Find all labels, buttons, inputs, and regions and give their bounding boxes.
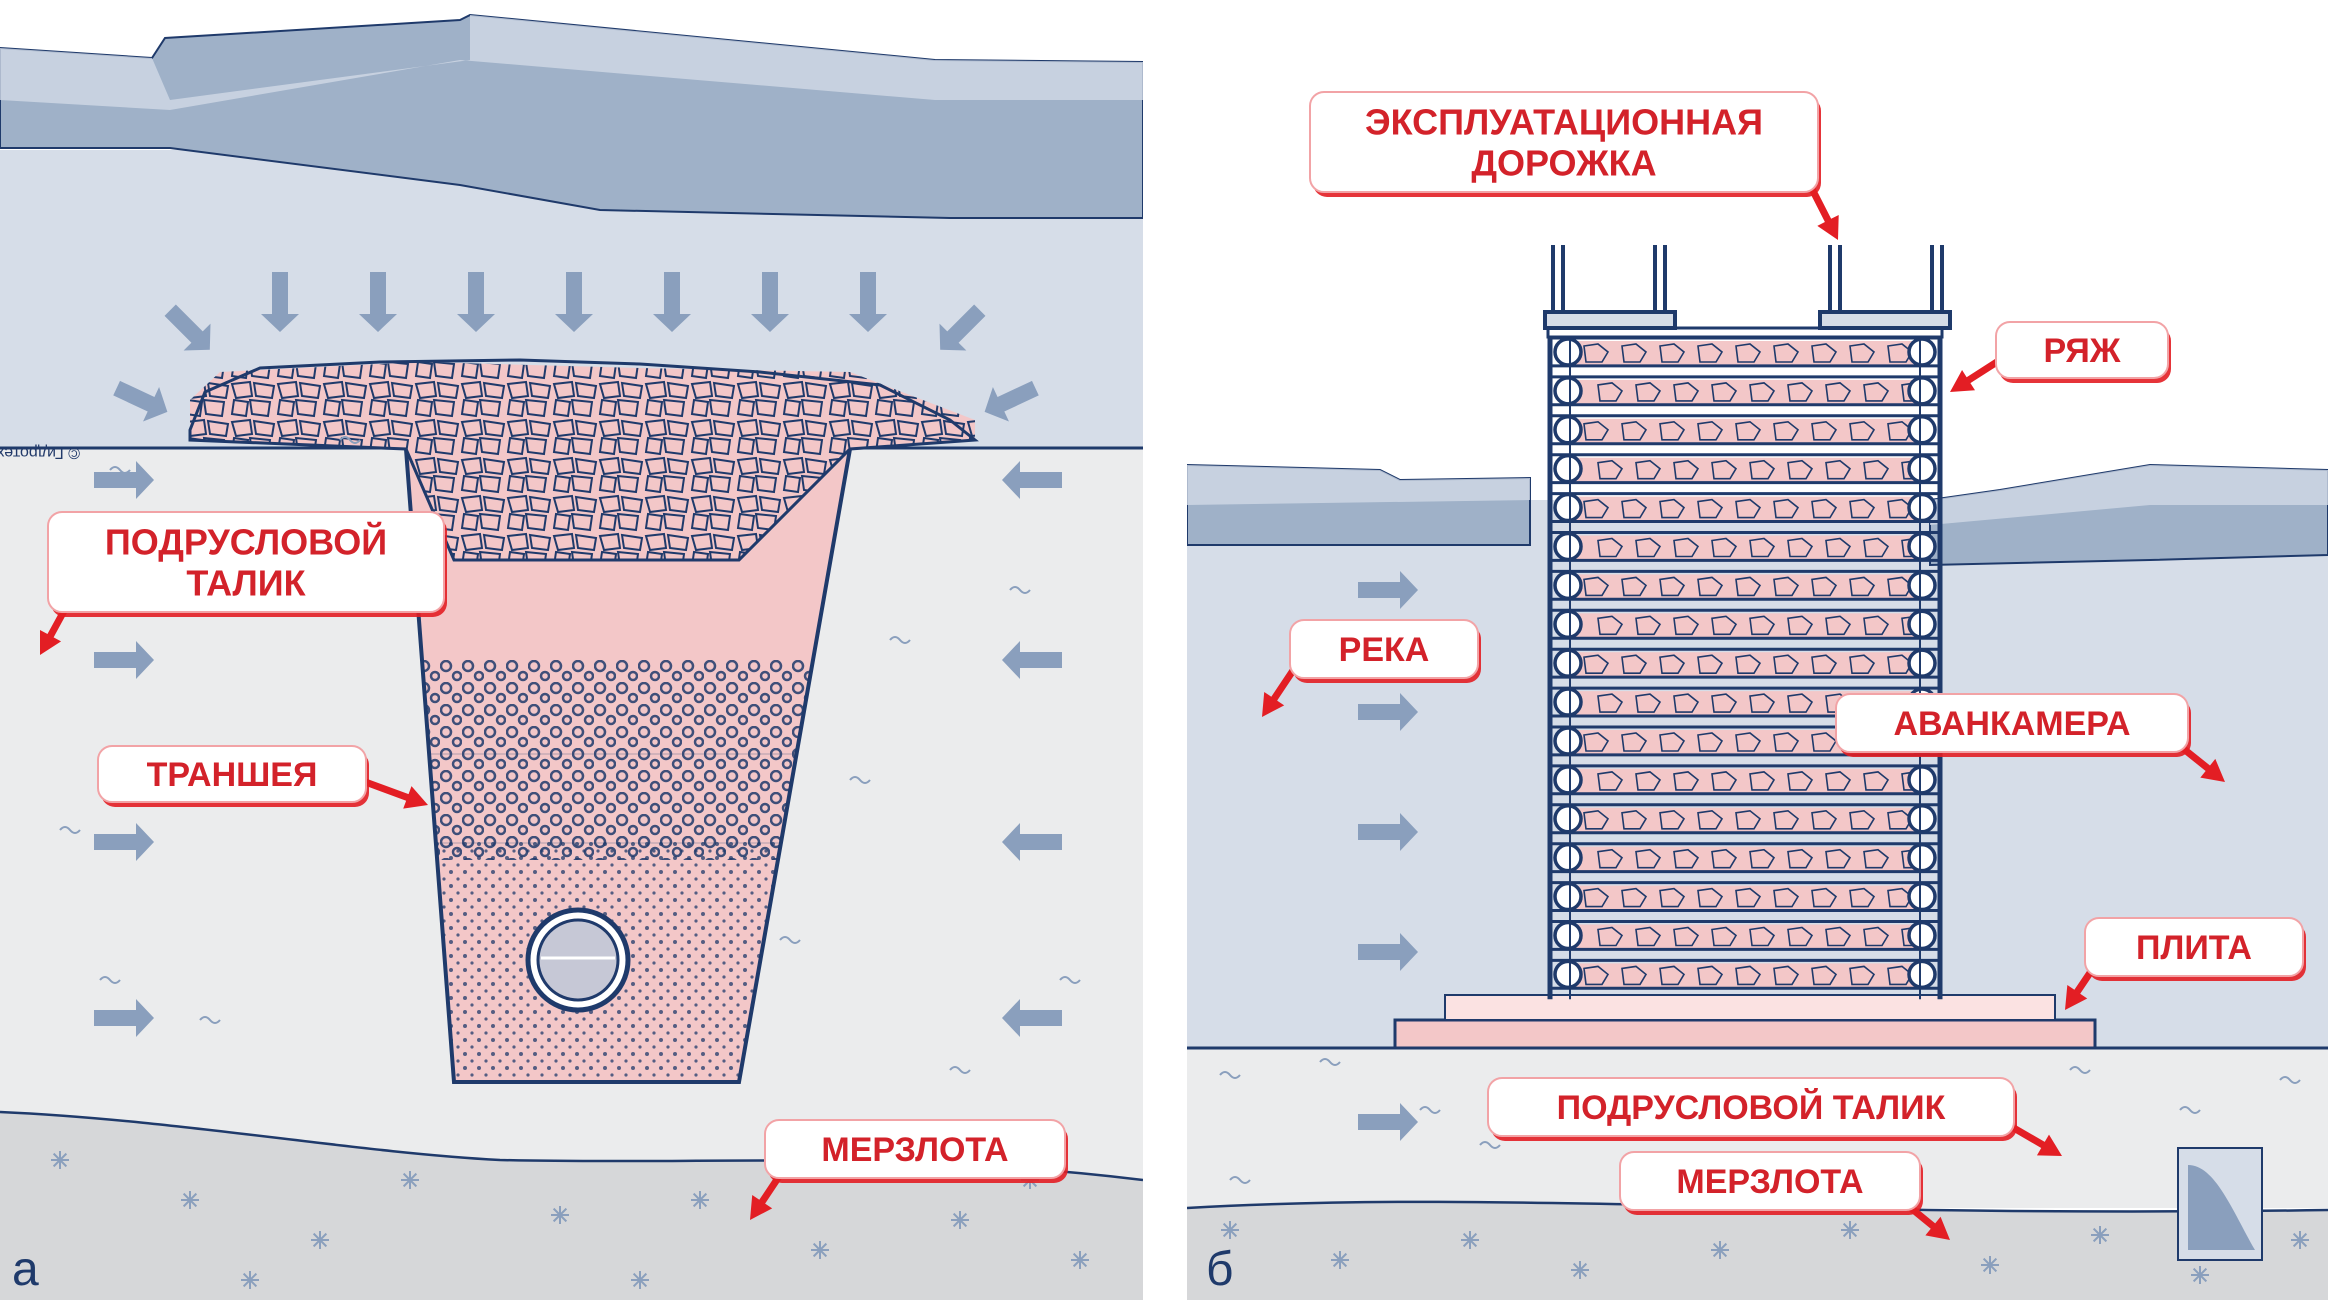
crib-structure <box>1548 328 1942 999</box>
log-end <box>1909 572 1935 598</box>
panel-a: © Гидротехническое бюро <box>0 15 1143 1300</box>
frost-star <box>1071 1251 1089 1269</box>
frost-star <box>691 1191 709 1209</box>
frost-star <box>51 1151 69 1169</box>
label-forebay-b-text: АВАНКАМЕРА <box>1893 705 2130 743</box>
log-end <box>1555 417 1581 443</box>
frost-star <box>241 1271 259 1289</box>
frost-star <box>1981 1256 1999 1274</box>
log-end <box>1555 378 1581 404</box>
frost-star <box>1461 1231 1479 1249</box>
panel-letter-b: б <box>1206 1243 1234 1296</box>
log-end <box>1555 689 1581 715</box>
label-walkway-b-text: ДОРОЖКА <box>1471 143 1656 184</box>
label-talik-a-text: ТАЛИК <box>186 563 306 604</box>
log-end <box>1555 495 1581 521</box>
log-end <box>1555 961 1581 987</box>
label-permafrost-a-text: МЕРЗЛОТА <box>821 1131 1008 1169</box>
log-end <box>1909 417 1935 443</box>
watermark: © Гидротехническое бюро <box>0 444 80 461</box>
frost-star <box>1841 1221 1859 1239</box>
crib-row <box>1550 416 1940 444</box>
label-river-b-text: РЕКА <box>1339 631 1430 669</box>
crib-row <box>1550 805 1940 833</box>
log-end <box>1909 533 1935 559</box>
crib-row <box>1550 338 1940 366</box>
log-end <box>1909 806 1935 832</box>
log-end <box>1909 767 1935 793</box>
crib-row <box>1550 766 1940 794</box>
log-end <box>1909 650 1935 676</box>
crib-row <box>1550 571 1940 599</box>
label-slab-b-text: ПЛИТА <box>2136 929 2252 967</box>
crib-row <box>1550 494 1940 522</box>
log-end <box>1555 845 1581 871</box>
log-end <box>1555 456 1581 482</box>
log-end <box>1555 572 1581 598</box>
label-talik-b-text: ПОДРУСЛОВОЙ ТАЛИК <box>1557 1088 1946 1127</box>
log-end <box>1909 884 1935 910</box>
log-end <box>1555 922 1581 948</box>
permafrost-layer-b <box>1187 1202 2328 1300</box>
log-end <box>1555 339 1581 365</box>
frost-star <box>401 1171 419 1189</box>
log-end <box>1555 767 1581 793</box>
log-end <box>1909 611 1935 637</box>
frost-star <box>2191 1266 2209 1284</box>
label-trench-a-text: ТРАНШЕЯ <box>147 756 318 794</box>
log-end <box>1909 922 1935 948</box>
crib-row <box>1550 922 1940 950</box>
crib-row <box>1550 455 1940 483</box>
label-talik-a-text: ПОДРУСЛОВОЙ <box>105 520 387 562</box>
log-end <box>1555 884 1581 910</box>
crib-row <box>1550 649 1940 677</box>
label-crib-b-text: РЯЖ <box>2044 332 2121 370</box>
frost-star <box>1571 1261 1589 1279</box>
log-end <box>1909 339 1935 365</box>
crib-row <box>1550 883 1940 911</box>
base-slab <box>1395 1020 2095 1048</box>
crib-row <box>1550 610 1940 638</box>
crib-row <box>1550 533 1940 561</box>
log-end <box>1909 961 1935 987</box>
crib-row <box>1550 960 1940 988</box>
crib-row <box>1550 377 1940 405</box>
frost-star <box>1221 1221 1239 1239</box>
frost-star <box>181 1191 199 1209</box>
log-end <box>1909 845 1935 871</box>
frost-star <box>1711 1241 1729 1259</box>
frost-star <box>811 1241 829 1259</box>
frost-star <box>951 1211 969 1229</box>
frost-star <box>2291 1231 2309 1249</box>
label-walkway-b-text: ЭКСПЛУАТАЦИОННАЯ <box>1365 101 1763 142</box>
log-end <box>1555 728 1581 754</box>
log-end <box>1555 806 1581 832</box>
upper-slab <box>1445 995 2055 1020</box>
log-end <box>1555 533 1581 559</box>
log-end <box>1909 378 1935 404</box>
frost-star <box>631 1271 649 1289</box>
log-end <box>1555 650 1581 676</box>
log-end <box>1555 611 1581 637</box>
frost-star <box>311 1231 329 1249</box>
crib-row <box>1550 844 1940 872</box>
company-logo <box>2178 1148 2262 1260</box>
log-end <box>1909 456 1935 482</box>
panel-letter-a: а <box>12 1243 39 1296</box>
frost-star <box>2091 1226 2109 1244</box>
label-permafrost-b-text: МЕРЗЛОТА <box>1676 1163 1863 1201</box>
frost-star <box>1331 1251 1349 1269</box>
log-end <box>1909 495 1935 521</box>
frost-star <box>551 1206 569 1224</box>
